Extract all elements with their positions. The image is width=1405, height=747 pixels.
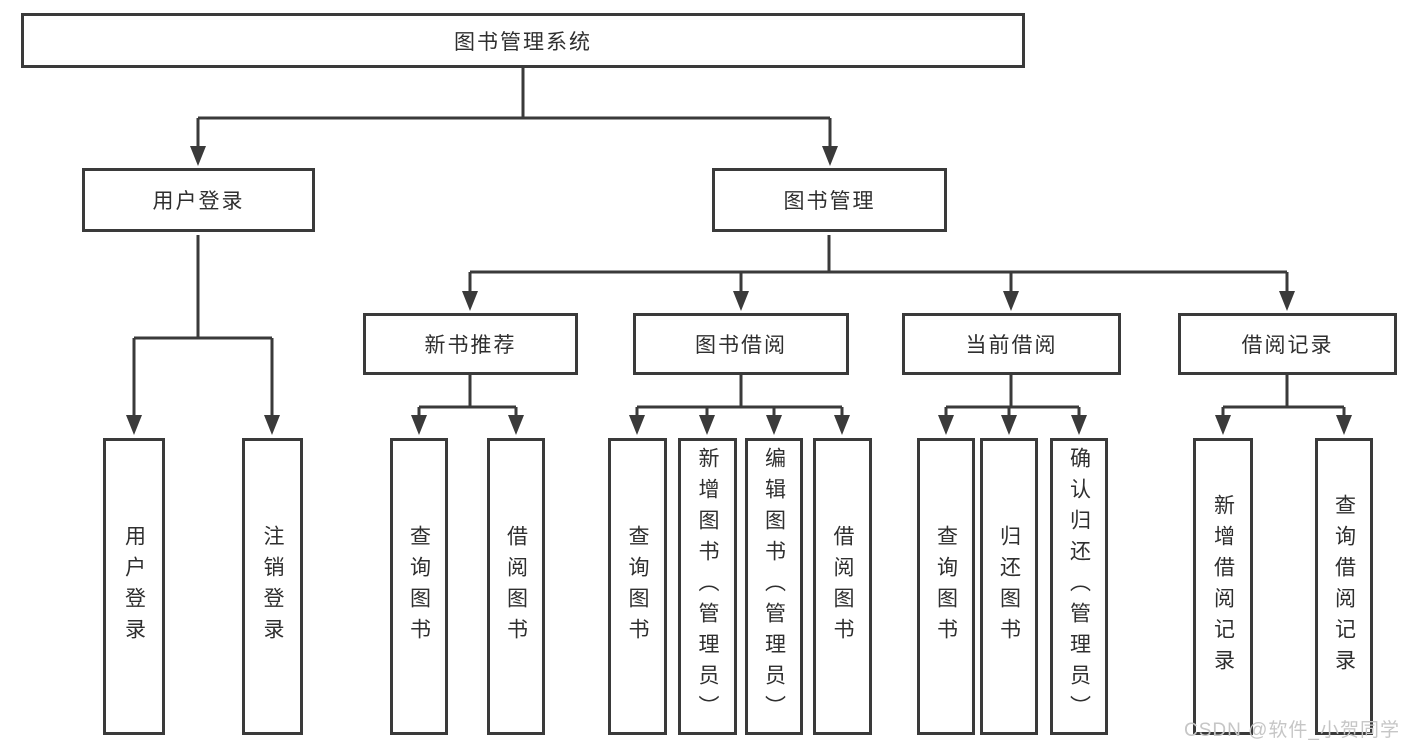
arrow-down-icon	[126, 415, 142, 435]
arrow-down-icon	[411, 415, 427, 435]
leaf-query-books-1-label: 查询图书	[407, 524, 431, 649]
connector-bookmgmt-to-level3	[468, 235, 1289, 294]
node-user-login-label: 用户登录	[152, 190, 245, 213]
leaf-query-borrow-record: 查询借阅记录	[1315, 438, 1373, 735]
node-book-management-label: 图书管理	[783, 190, 876, 213]
csdn-watermark: CSDN @软件_小贺同学	[1184, 720, 1400, 741]
node-borrow-records-label: 借阅记录	[1241, 334, 1334, 357]
arrow-down-icon	[938, 415, 954, 435]
node-user-login: 用户登录	[82, 168, 315, 232]
arrow-down-icon	[766, 415, 782, 435]
leaf-add-books-admin-label: 新增图书（管理员）	[696, 447, 719, 726]
arrow-down-icon	[1215, 415, 1231, 435]
leaf-confirm-return-admin-label: 确认归还（管理员）	[1067, 447, 1091, 726]
arrow-down-icon	[1279, 291, 1295, 311]
leaf-return-books-label: 归还图书	[997, 524, 1021, 649]
leaf-user-login-label: 用户登录	[122, 524, 146, 649]
node-book-borrow-label: 图书借阅	[695, 334, 787, 357]
leaf-borrow-books-1-label: 借阅图书	[504, 524, 528, 649]
arrow-down-icon	[190, 146, 206, 166]
node-root-label: 图书管理系统	[454, 30, 592, 54]
leaf-query-borrow-record-label: 查询借阅记录	[1332, 493, 1356, 680]
leaf-query-books-3: 查询图书	[917, 438, 975, 735]
arrow-down-icon	[508, 415, 524, 435]
arrow-down-icon	[629, 415, 645, 435]
leaf-add-borrow-record-label: 新增借阅记录	[1211, 493, 1235, 680]
leaf-return-books: 归还图书	[980, 438, 1038, 735]
node-book-management: 图书管理	[712, 168, 947, 232]
connector-newbooks-to-leaves	[417, 375, 518, 418]
connector-bookborrow-to-leaves	[635, 375, 844, 418]
leaf-edit-books-admin-label: 编辑图书（管理员）	[762, 447, 786, 726]
arrow-down-icon	[1071, 415, 1087, 435]
connector-currentborrow-to-leaves	[944, 375, 1081, 418]
leaf-add-books-admin: 新增图书（管理员）	[678, 438, 737, 735]
connector-borrowrecords-to-leaves	[1221, 375, 1346, 418]
node-book-borrow: 图书借阅	[633, 313, 849, 375]
node-borrow-records: 借阅记录	[1178, 313, 1397, 375]
leaf-user-login: 用户登录	[103, 438, 165, 735]
arrow-down-icon	[733, 291, 749, 311]
leaf-logout-label: 注销登录	[261, 524, 284, 649]
connector-root-to-level2	[196, 68, 832, 149]
leaf-borrow-books-2: 借阅图书	[813, 438, 872, 735]
leaf-logout: 注销登录	[242, 438, 303, 735]
connector-userlogin-to-leaves	[132, 235, 274, 418]
arrowheads	[126, 146, 1352, 435]
leaf-confirm-return-admin: 确认归还（管理员）	[1050, 438, 1108, 735]
leaf-query-books-1: 查询图书	[390, 438, 448, 735]
leaf-add-borrow-record: 新增借阅记录	[1193, 438, 1253, 735]
leaf-edit-books-admin: 编辑图书（管理员）	[745, 438, 803, 735]
node-current-borrow-label: 当前借阅	[965, 334, 1058, 357]
node-new-book-recommend-label: 新书推荐	[424, 334, 517, 357]
arrow-down-icon	[264, 415, 280, 435]
leaf-query-books-2-label: 查询图书	[626, 524, 649, 649]
arrow-down-icon	[1336, 415, 1352, 435]
arrow-down-icon	[1003, 291, 1019, 311]
leaf-query-books-3-label: 查询图书	[934, 524, 958, 649]
leaf-borrow-books-2-label: 借阅图书	[831, 524, 854, 649]
arrow-down-icon	[462, 291, 478, 311]
node-new-book-recommend: 新书推荐	[363, 313, 578, 375]
leaf-query-books-2: 查询图书	[608, 438, 667, 735]
leaf-borrow-books-1: 借阅图书	[487, 438, 545, 735]
arrow-down-icon	[834, 415, 850, 435]
node-current-borrow: 当前借阅	[902, 313, 1121, 375]
arrow-down-icon	[1001, 415, 1017, 435]
node-root: 图书管理系统	[21, 13, 1025, 68]
arrow-down-icon	[822, 146, 838, 166]
arrow-down-icon	[699, 415, 715, 435]
